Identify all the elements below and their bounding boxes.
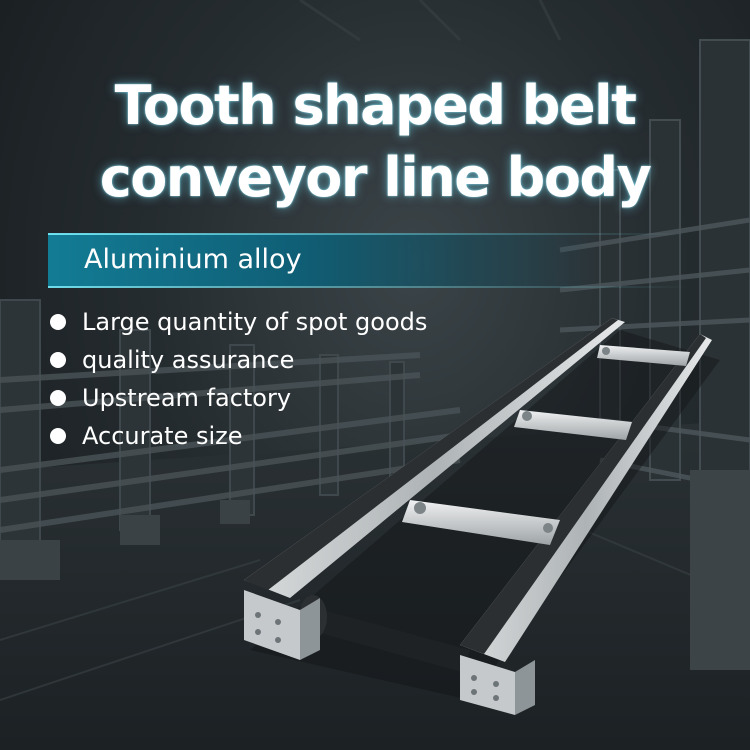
feature-item: quality assurance <box>46 341 427 379</box>
bullet-icon <box>50 352 66 368</box>
material-band <box>48 234 598 286</box>
title-line-2: conveyor line body <box>99 146 652 209</box>
material-label: Aluminium alloy <box>84 244 302 275</box>
band-bottom-line <box>48 286 688 288</box>
feature-item: Accurate size <box>46 417 427 455</box>
feature-item: Upstream factory <box>46 379 427 417</box>
feature-text: quality assurance <box>82 346 295 374</box>
feature-text: Large quantity of spot goods <box>82 308 428 336</box>
bullet-icon <box>50 390 66 406</box>
band-top-line <box>48 233 688 235</box>
feature-list: Large quantity of spot goods quality ass… <box>46 303 427 455</box>
bullet-icon <box>50 428 66 444</box>
bullet-icon <box>50 314 66 330</box>
feature-text: Upstream factory <box>82 384 292 412</box>
feature-item: Large quantity of spot goods <box>46 303 427 341</box>
feature-text: Accurate size <box>82 422 243 450</box>
title-line-1: Tooth shaped belt <box>114 74 637 137</box>
